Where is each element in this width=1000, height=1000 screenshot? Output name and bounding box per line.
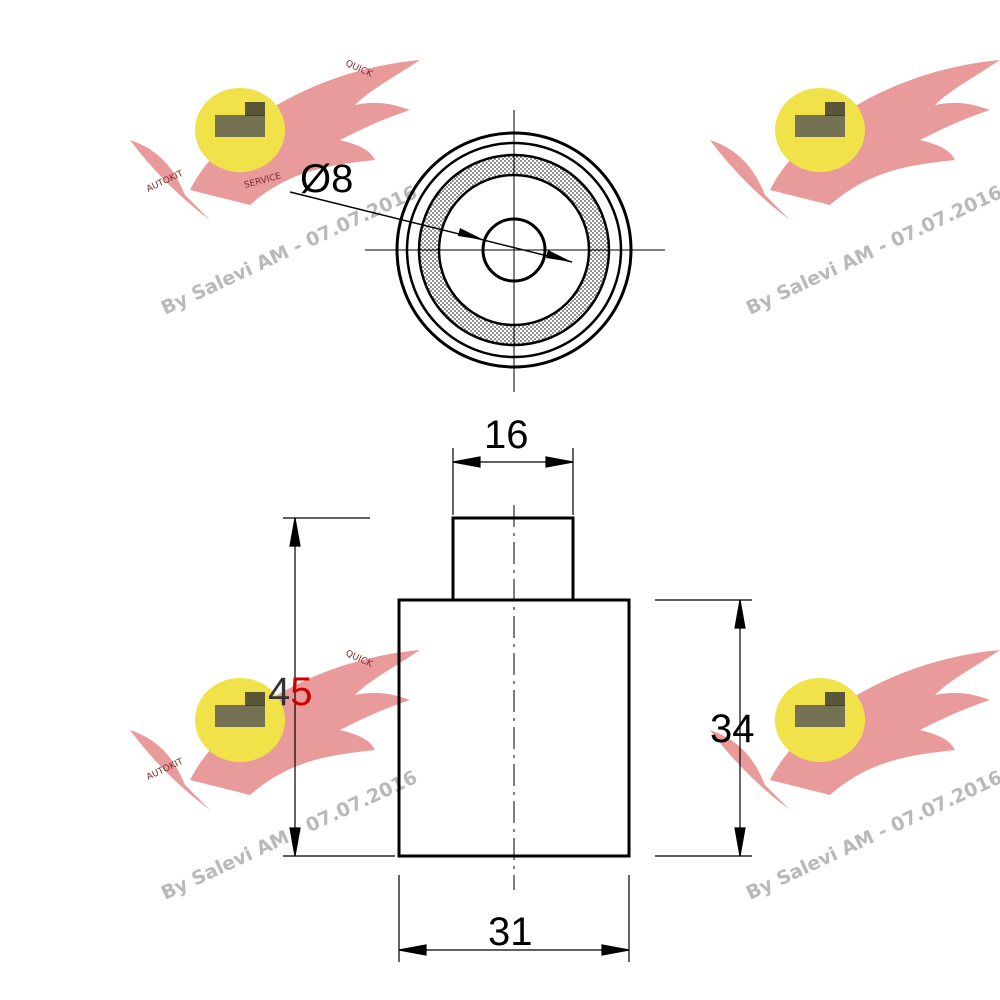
dimension-16-label: 16: [484, 413, 529, 457]
dimension-45: [283, 517, 395, 857]
dimension-31-label: 31: [488, 910, 533, 954]
watermark-logo-top-left: AUTOKIT QUICK SERVICE: [130, 59, 420, 220]
diameter-label: Ø8: [300, 157, 353, 201]
diameter-leader: [289, 191, 573, 263]
watermark-text-2: By Salevi AM - 07.07.2016: [743, 181, 1000, 319]
dimension-16: [452, 448, 574, 515]
dimension-34: [655, 599, 752, 857]
top-view-centerlines: [365, 110, 665, 392]
dimension-34-label: 34: [710, 707, 755, 751]
dimension-45-label: 45: [268, 670, 313, 714]
watermark-text-4: By Salevi AM - 07.07.2016: [743, 766, 1000, 904]
watermark-text-3: By Salevi AM - 07.07.2016: [158, 766, 421, 904]
watermark-logo-top-right: [710, 60, 1000, 220]
dimension-31: [398, 875, 630, 962]
